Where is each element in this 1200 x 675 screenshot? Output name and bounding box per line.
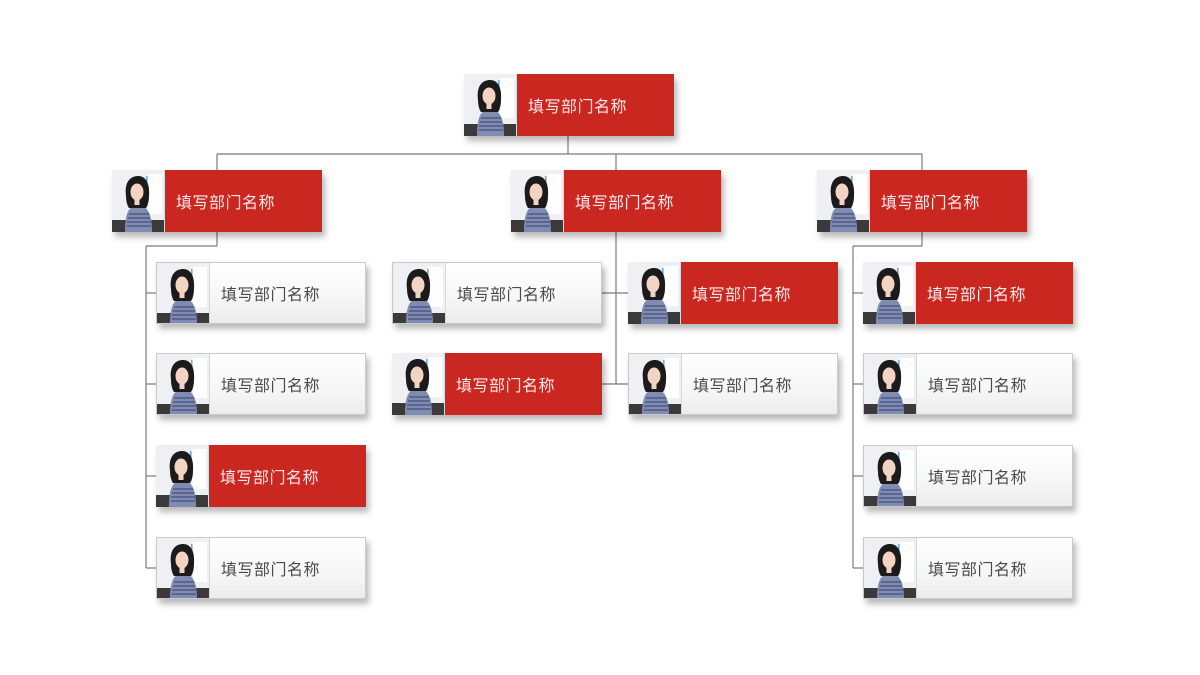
sub-department-node-2-4-label: 填写部门名称 [693, 376, 793, 395]
sub-department-node-1-3-label: 填写部门名称 [220, 468, 320, 487]
person-photo-icon [864, 538, 917, 598]
sub-department-node-3-1: 填写部门名称 [863, 262, 1073, 324]
person-photo-icon [628, 262, 681, 324]
person-photo-icon [157, 538, 210, 598]
person-photo-icon [464, 74, 517, 136]
sub-department-node-1-2-label: 填写部门名称 [221, 376, 321, 395]
sub-department-node-3-4: 填写部门名称 [863, 537, 1073, 599]
sub-department-node-1-1-label: 填写部门名称 [221, 285, 321, 304]
sub-department-node-1-3: 填写部门名称 [156, 445, 366, 507]
sub-department-node-1-2: 填写部门名称 [156, 353, 366, 415]
sub-department-node-2-2: 填写部门名称 [392, 353, 602, 415]
person-photo-icon [112, 170, 165, 232]
root-node: 填写部门名称 [464, 74, 674, 136]
person-photo-icon [864, 446, 917, 506]
department-node-3-label: 填写部门名称 [881, 193, 981, 212]
person-photo-icon [393, 263, 446, 323]
department-node-2-label: 填写部门名称 [575, 193, 675, 212]
department-node-1-label: 填写部门名称 [176, 193, 276, 212]
person-photo-icon [863, 262, 916, 324]
department-node-1: 填写部门名称 [112, 170, 322, 232]
department-node-2: 填写部门名称 [511, 170, 721, 232]
person-photo-icon [392, 353, 445, 415]
sub-department-node-2-3: 填写部门名称 [628, 262, 838, 324]
person-photo-icon [156, 445, 209, 507]
sub-department-node-3-2-label: 填写部门名称 [928, 376, 1028, 395]
sub-department-node-3-2: 填写部门名称 [863, 353, 1073, 415]
sub-department-node-2-2-label: 填写部门名称 [456, 376, 556, 395]
sub-department-node-3-4-label: 填写部门名称 [928, 560, 1028, 579]
sub-department-node-3-3-label: 填写部门名称 [928, 468, 1028, 487]
person-photo-icon [817, 170, 870, 232]
sub-department-node-2-1: 填写部门名称 [392, 262, 602, 324]
department-node-3: 填写部门名称 [817, 170, 1027, 232]
sub-department-node-2-3-label: 填写部门名称 [692, 285, 792, 304]
sub-department-node-2-4: 填写部门名称 [628, 353, 838, 415]
root-node-label: 填写部门名称 [528, 97, 628, 116]
person-photo-icon [629, 354, 682, 414]
sub-department-node-3-3: 填写部门名称 [863, 445, 1073, 507]
person-photo-icon [864, 354, 917, 414]
person-photo-icon [157, 354, 210, 414]
sub-department-node-3-1-label: 填写部门名称 [927, 285, 1027, 304]
sub-department-node-1-4: 填写部门名称 [156, 537, 366, 599]
sub-department-node-1-4-label: 填写部门名称 [221, 560, 321, 579]
sub-department-node-2-1-label: 填写部门名称 [457, 285, 557, 304]
person-photo-icon [511, 170, 564, 232]
person-photo-icon [157, 263, 210, 323]
sub-department-node-1-1: 填写部门名称 [156, 262, 366, 324]
